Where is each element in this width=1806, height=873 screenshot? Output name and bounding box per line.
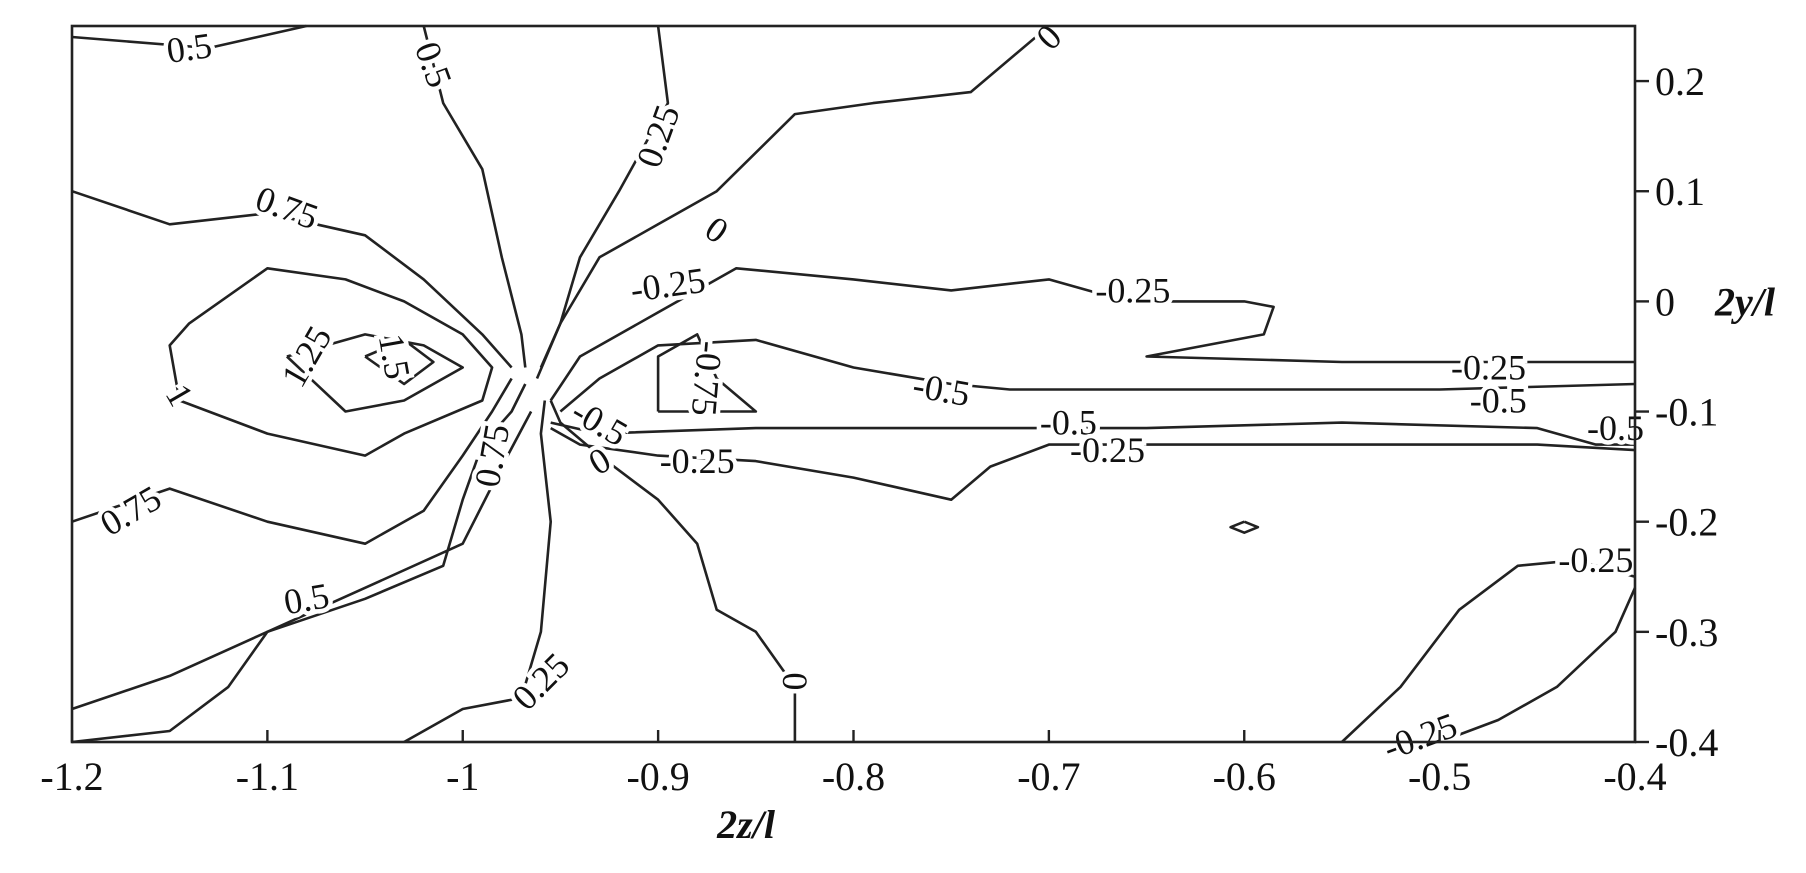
contour-line-11 — [403, 400, 553, 744]
contour-line-3 — [535, 25, 1050, 380]
contour-label-13: -0.5 — [910, 365, 973, 414]
x-tick-label: -1 — [446, 754, 479, 799]
x-tick-label: -0.6 — [1213, 754, 1276, 799]
x-tick-label: -0.7 — [1017, 754, 1080, 799]
contour-label-1: 0.5 — [407, 37, 460, 93]
contour-line-20 — [1439, 587, 1637, 744]
y-tick-label: -0.3 — [1655, 610, 1718, 655]
contour-label-halo: 0.5 — [164, 25, 214, 71]
contour-line-6 — [286, 333, 465, 413]
contour-label-halo: -0.5 — [1470, 381, 1527, 421]
contour-label-15: -0.5 — [1040, 403, 1097, 443]
contour-label-23: -0.25 — [1558, 540, 1633, 580]
contour-line-15 — [656, 333, 758, 413]
x-axis-ticks: -1.2 -1.1 -1 -0.9 -0.8 -0.7 -0.6 -0.5 -0.4 — [40, 730, 1667, 799]
contour-line-8 — [71, 377, 513, 546]
contour-label-14: -0.5 — [1470, 381, 1527, 421]
contour-line-1 — [422, 25, 527, 368]
contour-line-0 — [71, 24, 307, 50]
contour-label-halo: -0.75 — [684, 339, 730, 417]
contour-line-14 — [559, 338, 1636, 413]
contour-label-2: 0.25 — [629, 100, 688, 173]
x-tick-label: -0.8 — [822, 754, 885, 799]
y-tick-label: -0.2 — [1655, 500, 1718, 545]
contour-label-24: 0.5 — [281, 575, 332, 622]
contour-label-12: -0.75 — [684, 339, 730, 417]
contour-label-9: 1.5 — [371, 331, 418, 382]
contour-line-7 — [364, 338, 435, 386]
contour-line-18 — [1229, 520, 1260, 535]
contour-label-26: 0 — [775, 672, 815, 690]
contour-label-25: 0.25 — [504, 645, 577, 718]
y-tick-label: -0.4 — [1655, 720, 1718, 765]
contour-label-22: 0.75 — [93, 478, 168, 544]
y-tick-label: -0.1 — [1655, 390, 1718, 435]
contour-label-5: 0 — [698, 208, 736, 251]
contour-line-5 — [168, 266, 494, 457]
y-tick-label: 0.1 — [1655, 169, 1705, 214]
x-axis-title: 2z/l — [716, 802, 776, 847]
x-tick-label: -0.9 — [626, 754, 689, 799]
contour-label-8: 1.25 — [273, 319, 339, 394]
contour-line-17 — [550, 426, 1636, 502]
y-axis-title: 2y/l — [1714, 279, 1776, 324]
contour-label-halo: -0.25 — [660, 441, 735, 481]
contour-line-12 — [549, 399, 797, 742]
contour-label-halo: -0.5 — [1040, 403, 1097, 443]
contour-label-4: 0.75 — [250, 178, 323, 237]
contour-line-13 — [549, 266, 1635, 402]
contour-label-halo: -0.25 — [1095, 270, 1170, 310]
y-tick-label: 0.2 — [1655, 59, 1705, 104]
contour-line-9 — [71, 383, 527, 711]
contour-lines — [71, 24, 1637, 744]
contour-label-6: -0.25 — [628, 260, 708, 310]
contour-label-halo: 0 — [775, 672, 815, 690]
y-tick-label: 0 — [1655, 279, 1675, 324]
contour-label-halo: -0.25 — [1558, 540, 1633, 580]
contour-label-halo: -0.25 — [1070, 430, 1145, 470]
x-tick-label: -0.5 — [1408, 754, 1471, 799]
contour-line-19 — [1341, 558, 1636, 743]
contour-label-7: -0.25 — [1095, 270, 1170, 310]
contour-label-11: -0.25 — [1451, 347, 1526, 387]
contour-label-20: -0.25 — [660, 441, 735, 481]
y-axis-ticks: 0.2 0.1 0 -0.1 -0.2 -0.3 -0.4 — [1635, 59, 1718, 765]
x-tick-label: -1.2 — [40, 754, 103, 799]
x-tick-label: -1.1 — [236, 754, 299, 799]
contour-line-16 — [550, 421, 1635, 446]
contour-label-halo: -0.25 — [1451, 347, 1526, 387]
contour-line-10 — [71, 410, 533, 744]
contour-label-18: 0.75 — [467, 421, 517, 490]
contour-label-21: -0.25 — [1070, 430, 1145, 470]
contour-line-4 — [71, 189, 513, 369]
contour-label-0: 0.5 — [164, 25, 214, 71]
x-tick-label: -0.4 — [1603, 754, 1666, 799]
